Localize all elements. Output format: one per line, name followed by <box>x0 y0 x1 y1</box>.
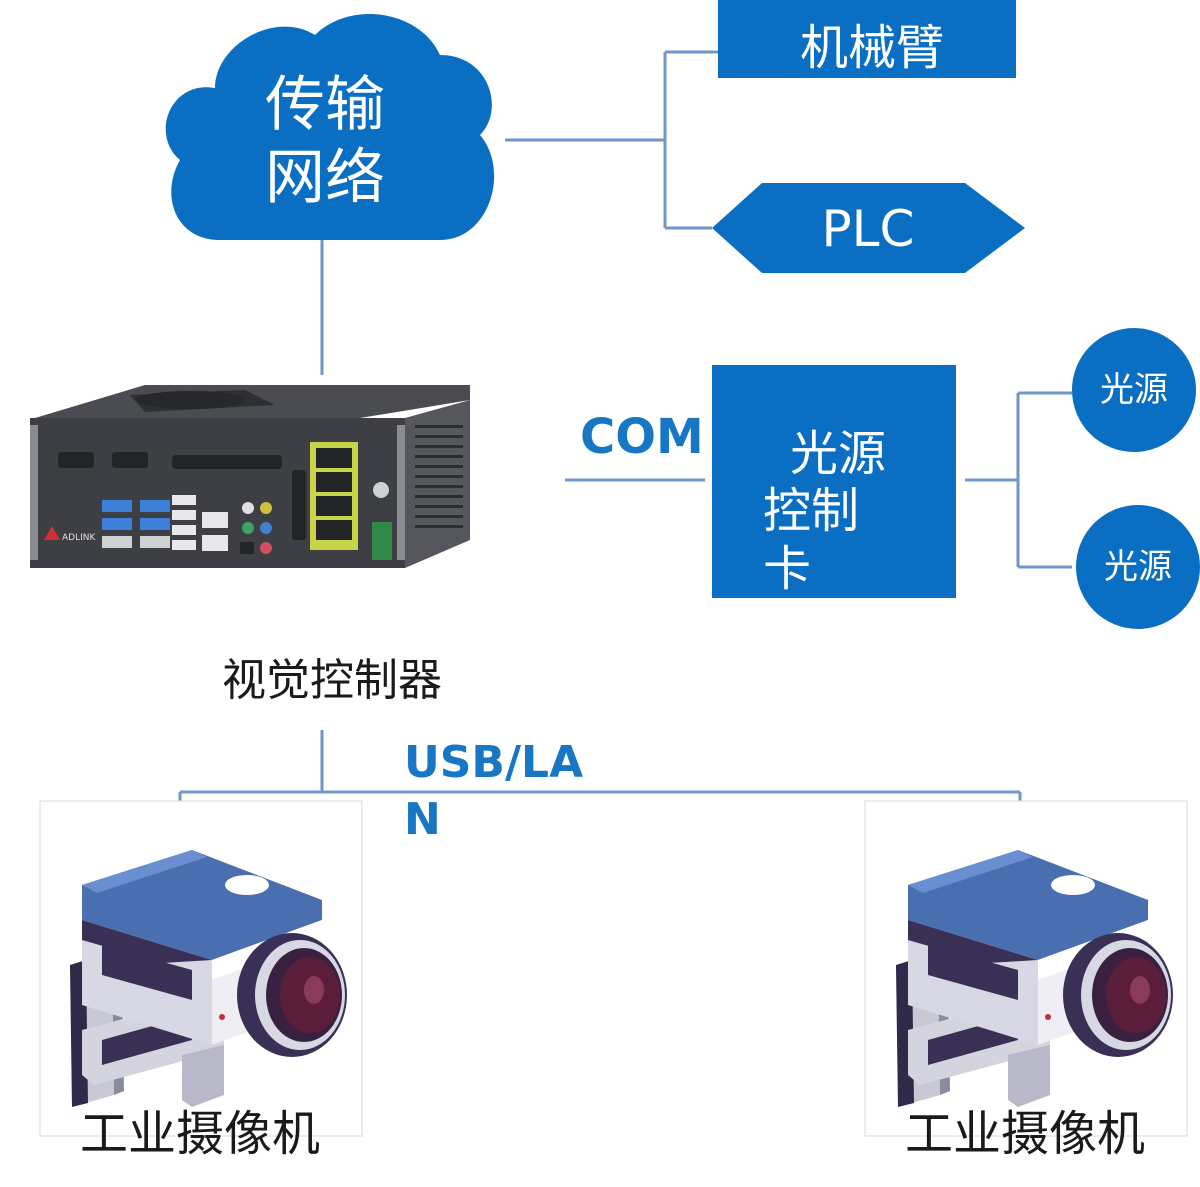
industrial-camera-1: 工业摄像机 <box>39 800 363 1162</box>
light-controller-line2: 控制 <box>763 483 859 539</box>
plc-node: PLC <box>712 183 1025 273</box>
vision-controller-device: ADLINK <box>30 385 470 568</box>
light-source-label: 光源 <box>1104 547 1172 587</box>
usb-lan-label-line2: N <box>404 794 441 845</box>
network-label-line2: 网络 <box>265 143 385 213</box>
robot-arm-label: 机械臂 <box>800 20 944 76</box>
camera-label: 工业摄像机 <box>80 1106 320 1162</box>
light-control-card-node: 光源 控制 卡 <box>712 365 956 598</box>
vent-grille <box>415 425 463 528</box>
usb-lan-label-line1: USB/LA <box>404 737 583 788</box>
plc-label: PLC <box>822 200 915 258</box>
light-controller-line1: 光源 <box>790 426 886 482</box>
light-source-label: 光源 <box>1100 370 1168 410</box>
camera-label: 工业摄像机 <box>905 1106 1145 1162</box>
com-label: COM <box>580 409 704 465</box>
light-source-2: 光源 <box>1076 505 1200 629</box>
device-brand-label: ADLINK <box>62 533 96 543</box>
light-controller-line3: 卡 <box>763 541 811 597</box>
industrial-camera-2: 工业摄像机 <box>864 800 1188 1162</box>
vision-controller-label: 视觉控制器 <box>222 655 442 706</box>
robot-arm-node: 机械臂 <box>718 0 1016 78</box>
light-source-1: 光源 <box>1072 328 1196 452</box>
network-label-line1: 传输 <box>265 70 385 140</box>
transmission-network-cloud: 传输 网络 <box>165 13 495 240</box>
